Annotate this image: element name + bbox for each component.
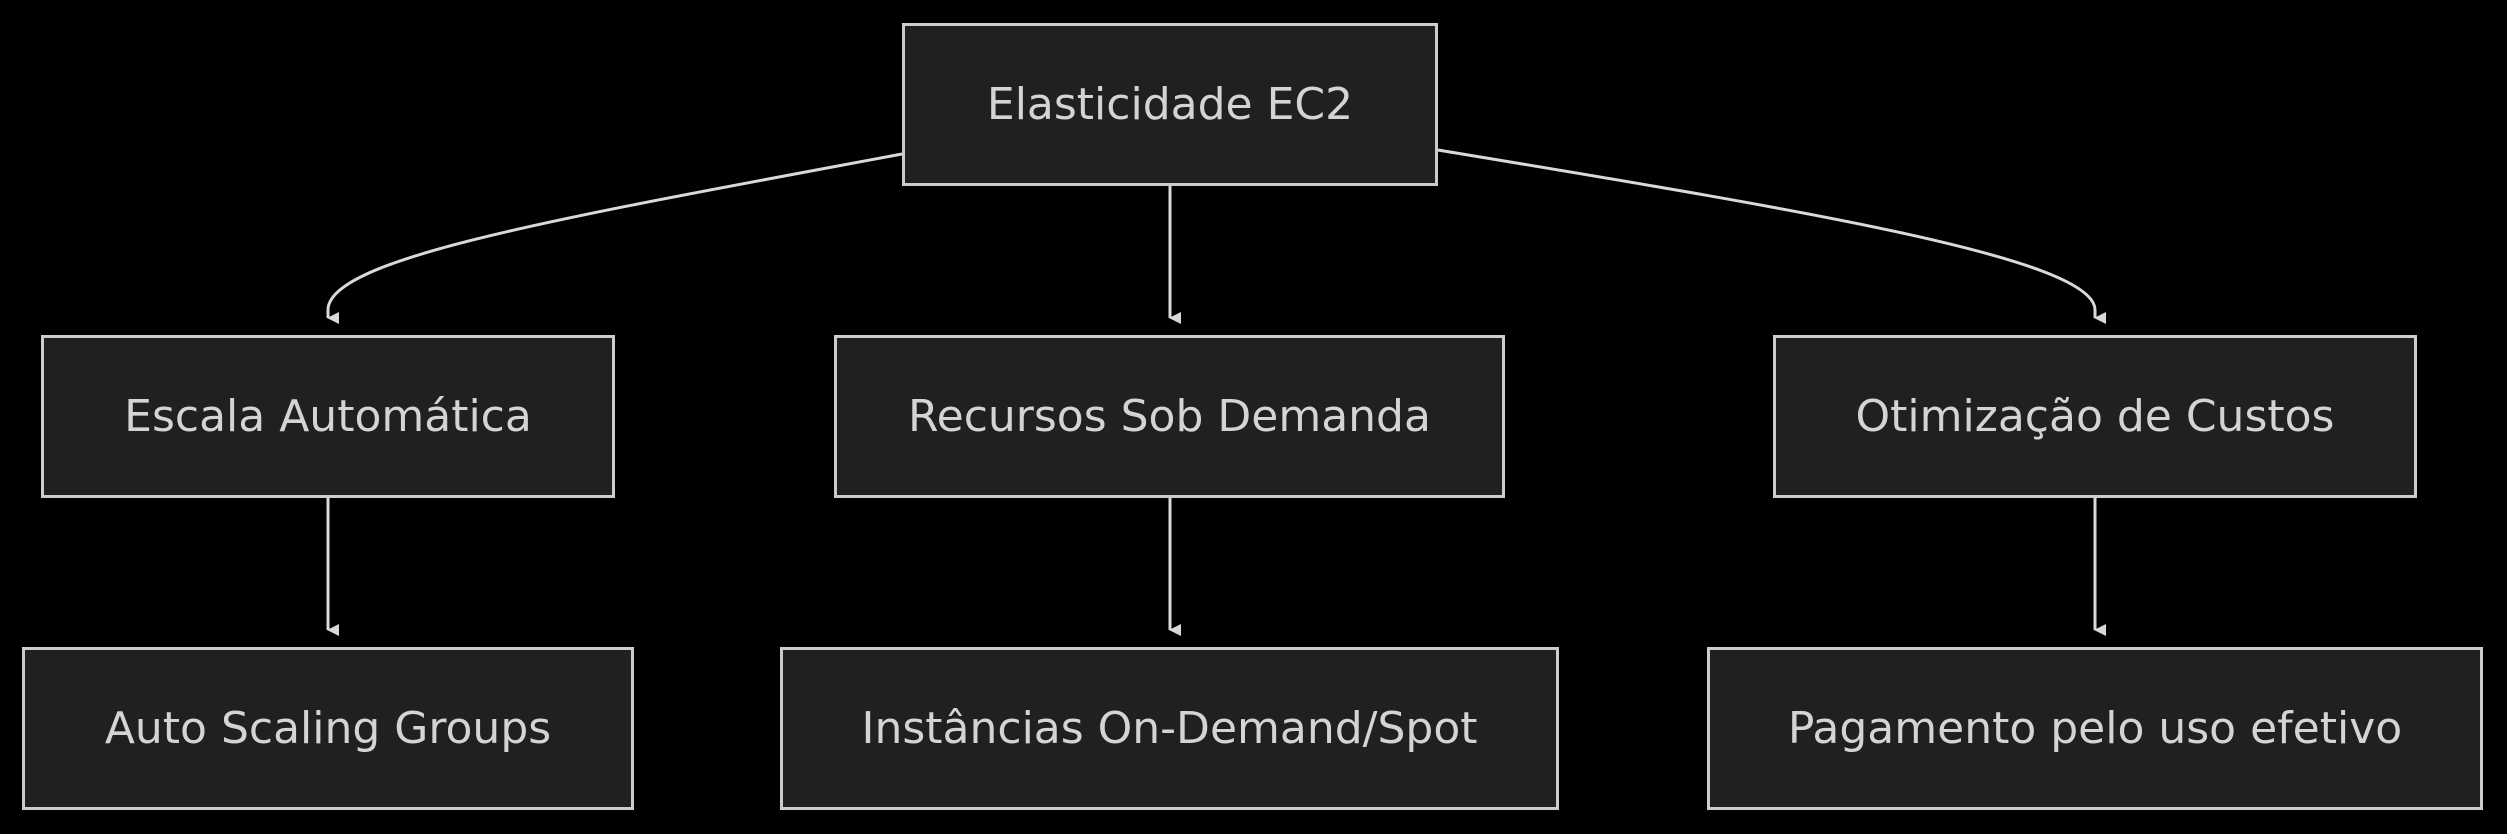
node-label: Recursos Sob Demanda <box>908 391 1431 442</box>
node-label: Instâncias On-Demand/Spot <box>861 703 1478 754</box>
edge-root-to-escala-automatica <box>326 152 903 324</box>
node-label: Escala Automática <box>124 391 532 442</box>
node-otimizacao-de-custos: Otimização de Custos <box>1773 335 2417 498</box>
node-label: Pagamento pelo uso efetivo <box>1787 703 2403 754</box>
node-pagamento-pelo-uso-efetivo: Pagamento pelo uso efetivo <box>1707 647 2483 810</box>
node-label: Otimização de Custos <box>1855 391 2335 442</box>
edge-root-to-otimizacao-de-custos <box>1437 148 2106 324</box>
node-auto-scaling-groups: Auto Scaling Groups <box>22 647 634 810</box>
node-label: Elasticidade EC2 <box>986 79 1354 130</box>
node-instancias-on-demand-spot: Instâncias On-Demand/Spot <box>780 647 1559 810</box>
node-escala-automatica: Escala Automática <box>41 335 615 498</box>
node-elasticidade-ec2: Elasticidade EC2 <box>902 23 1438 186</box>
node-label: Auto Scaling Groups <box>104 703 552 754</box>
node-recursos-sob-demanda: Recursos Sob Demanda <box>834 335 1505 498</box>
